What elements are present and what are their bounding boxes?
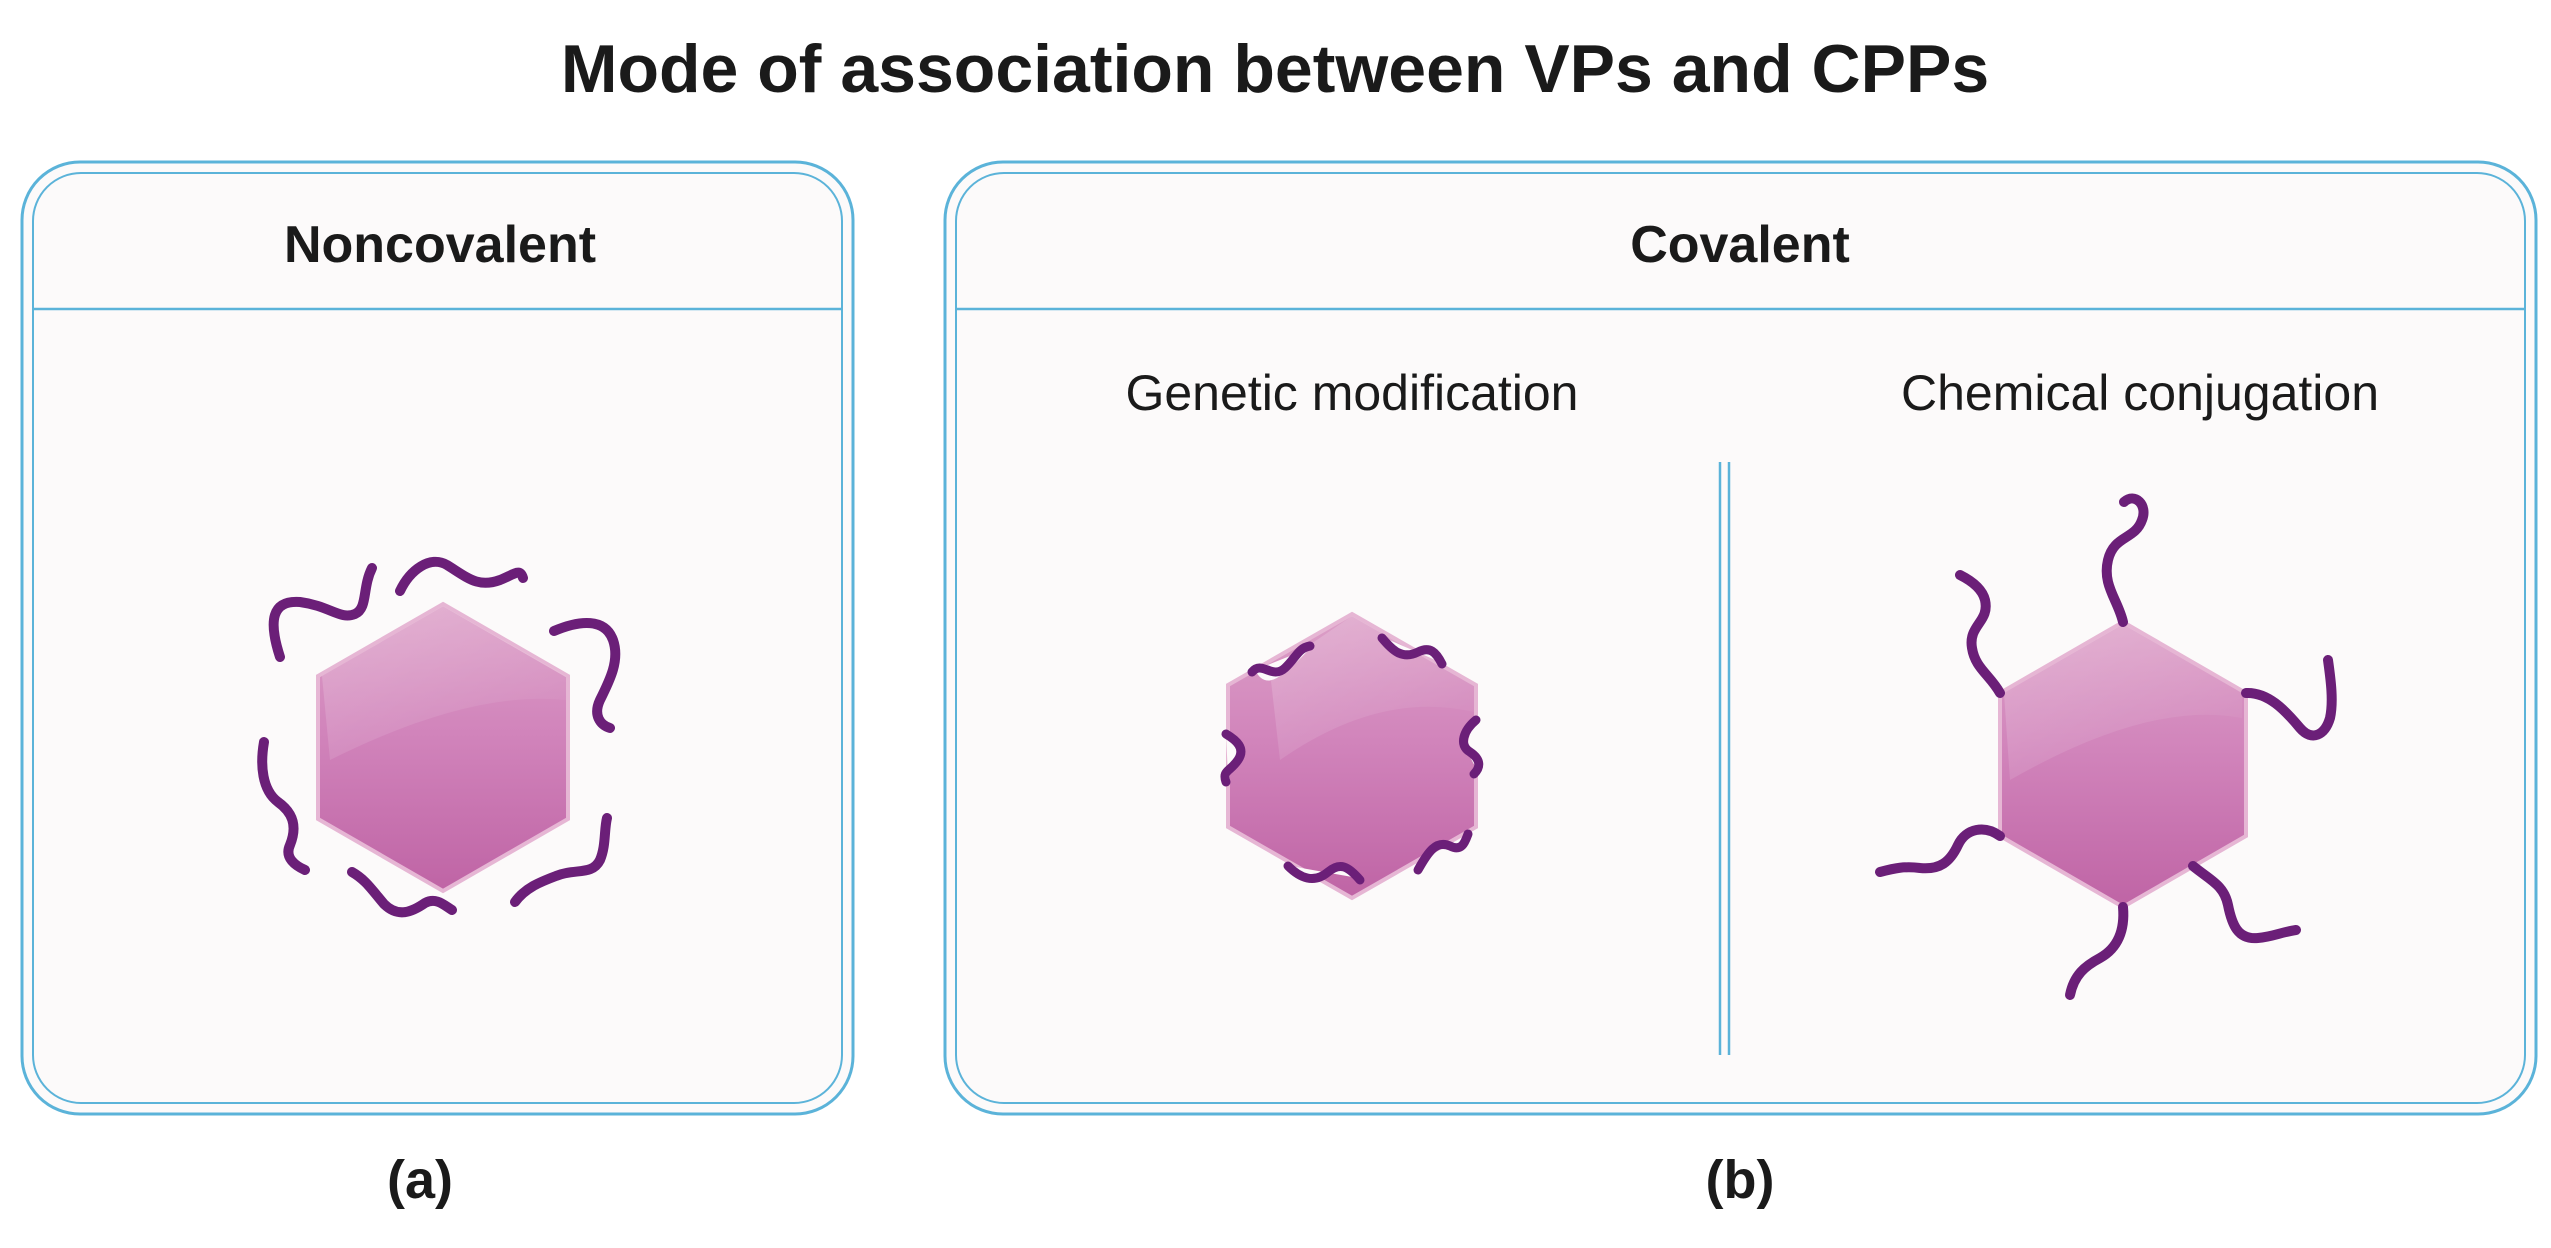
peptide-strand — [1875, 824, 2005, 877]
panel-b-border-inner — [955, 172, 2526, 1104]
panel-b-header: Covalent — [1630, 216, 1850, 274]
peptide-strand — [1377, 633, 1447, 669]
peptide-strand — [1458, 715, 1484, 779]
peptide-strand — [2101, 493, 2149, 627]
peptide-strand — [347, 867, 457, 918]
panel-b-border-outer — [943, 160, 2538, 1116]
panel-b-separator — [1718, 462, 1731, 1055]
peptide-strand — [268, 563, 377, 662]
peptide-strand — [2188, 861, 2301, 944]
genetic-modification-label: Genetic modification — [1125, 365, 1578, 421]
peptide-strand — [549, 617, 621, 733]
panel-a-caption: (a) — [387, 1150, 453, 1210]
cpp-peptides-noncovalent — [257, 556, 621, 918]
peptide-strand — [1220, 729, 1246, 787]
panel-covalent: Covalent Genetic modification Chemical c… — [943, 160, 2538, 1210]
peptide-strand — [395, 556, 528, 596]
peptide-strand — [257, 737, 310, 875]
peptide-strand — [1283, 861, 1365, 885]
panel-a-border-inner — [32, 172, 843, 1104]
peptide-strand — [1955, 570, 2005, 698]
peptide-strand — [510, 813, 612, 907]
panel-a-header: Noncovalent — [284, 216, 596, 274]
panel-noncovalent: Noncovalent (a) — [20, 160, 855, 1210]
panel-b-caption: (b) — [1706, 1150, 1775, 1210]
peptide-strand — [2065, 902, 2129, 1000]
viral-particle-chemical — [1998, 619, 2248, 910]
cpp-peptides-chemical — [1875, 493, 2337, 1000]
cpp-peptides-genetic — [1220, 633, 1484, 885]
figure-title: Mode of association between VPs and CPPs — [561, 31, 1989, 107]
chemical-conjugation-label: Chemical conjugation — [1901, 365, 2379, 421]
viral-particle-hexagon-a — [316, 601, 570, 894]
peptide-strand — [2241, 655, 2337, 741]
peptide-strand — [1247, 641, 1315, 677]
peptide-strand — [1413, 829, 1473, 875]
